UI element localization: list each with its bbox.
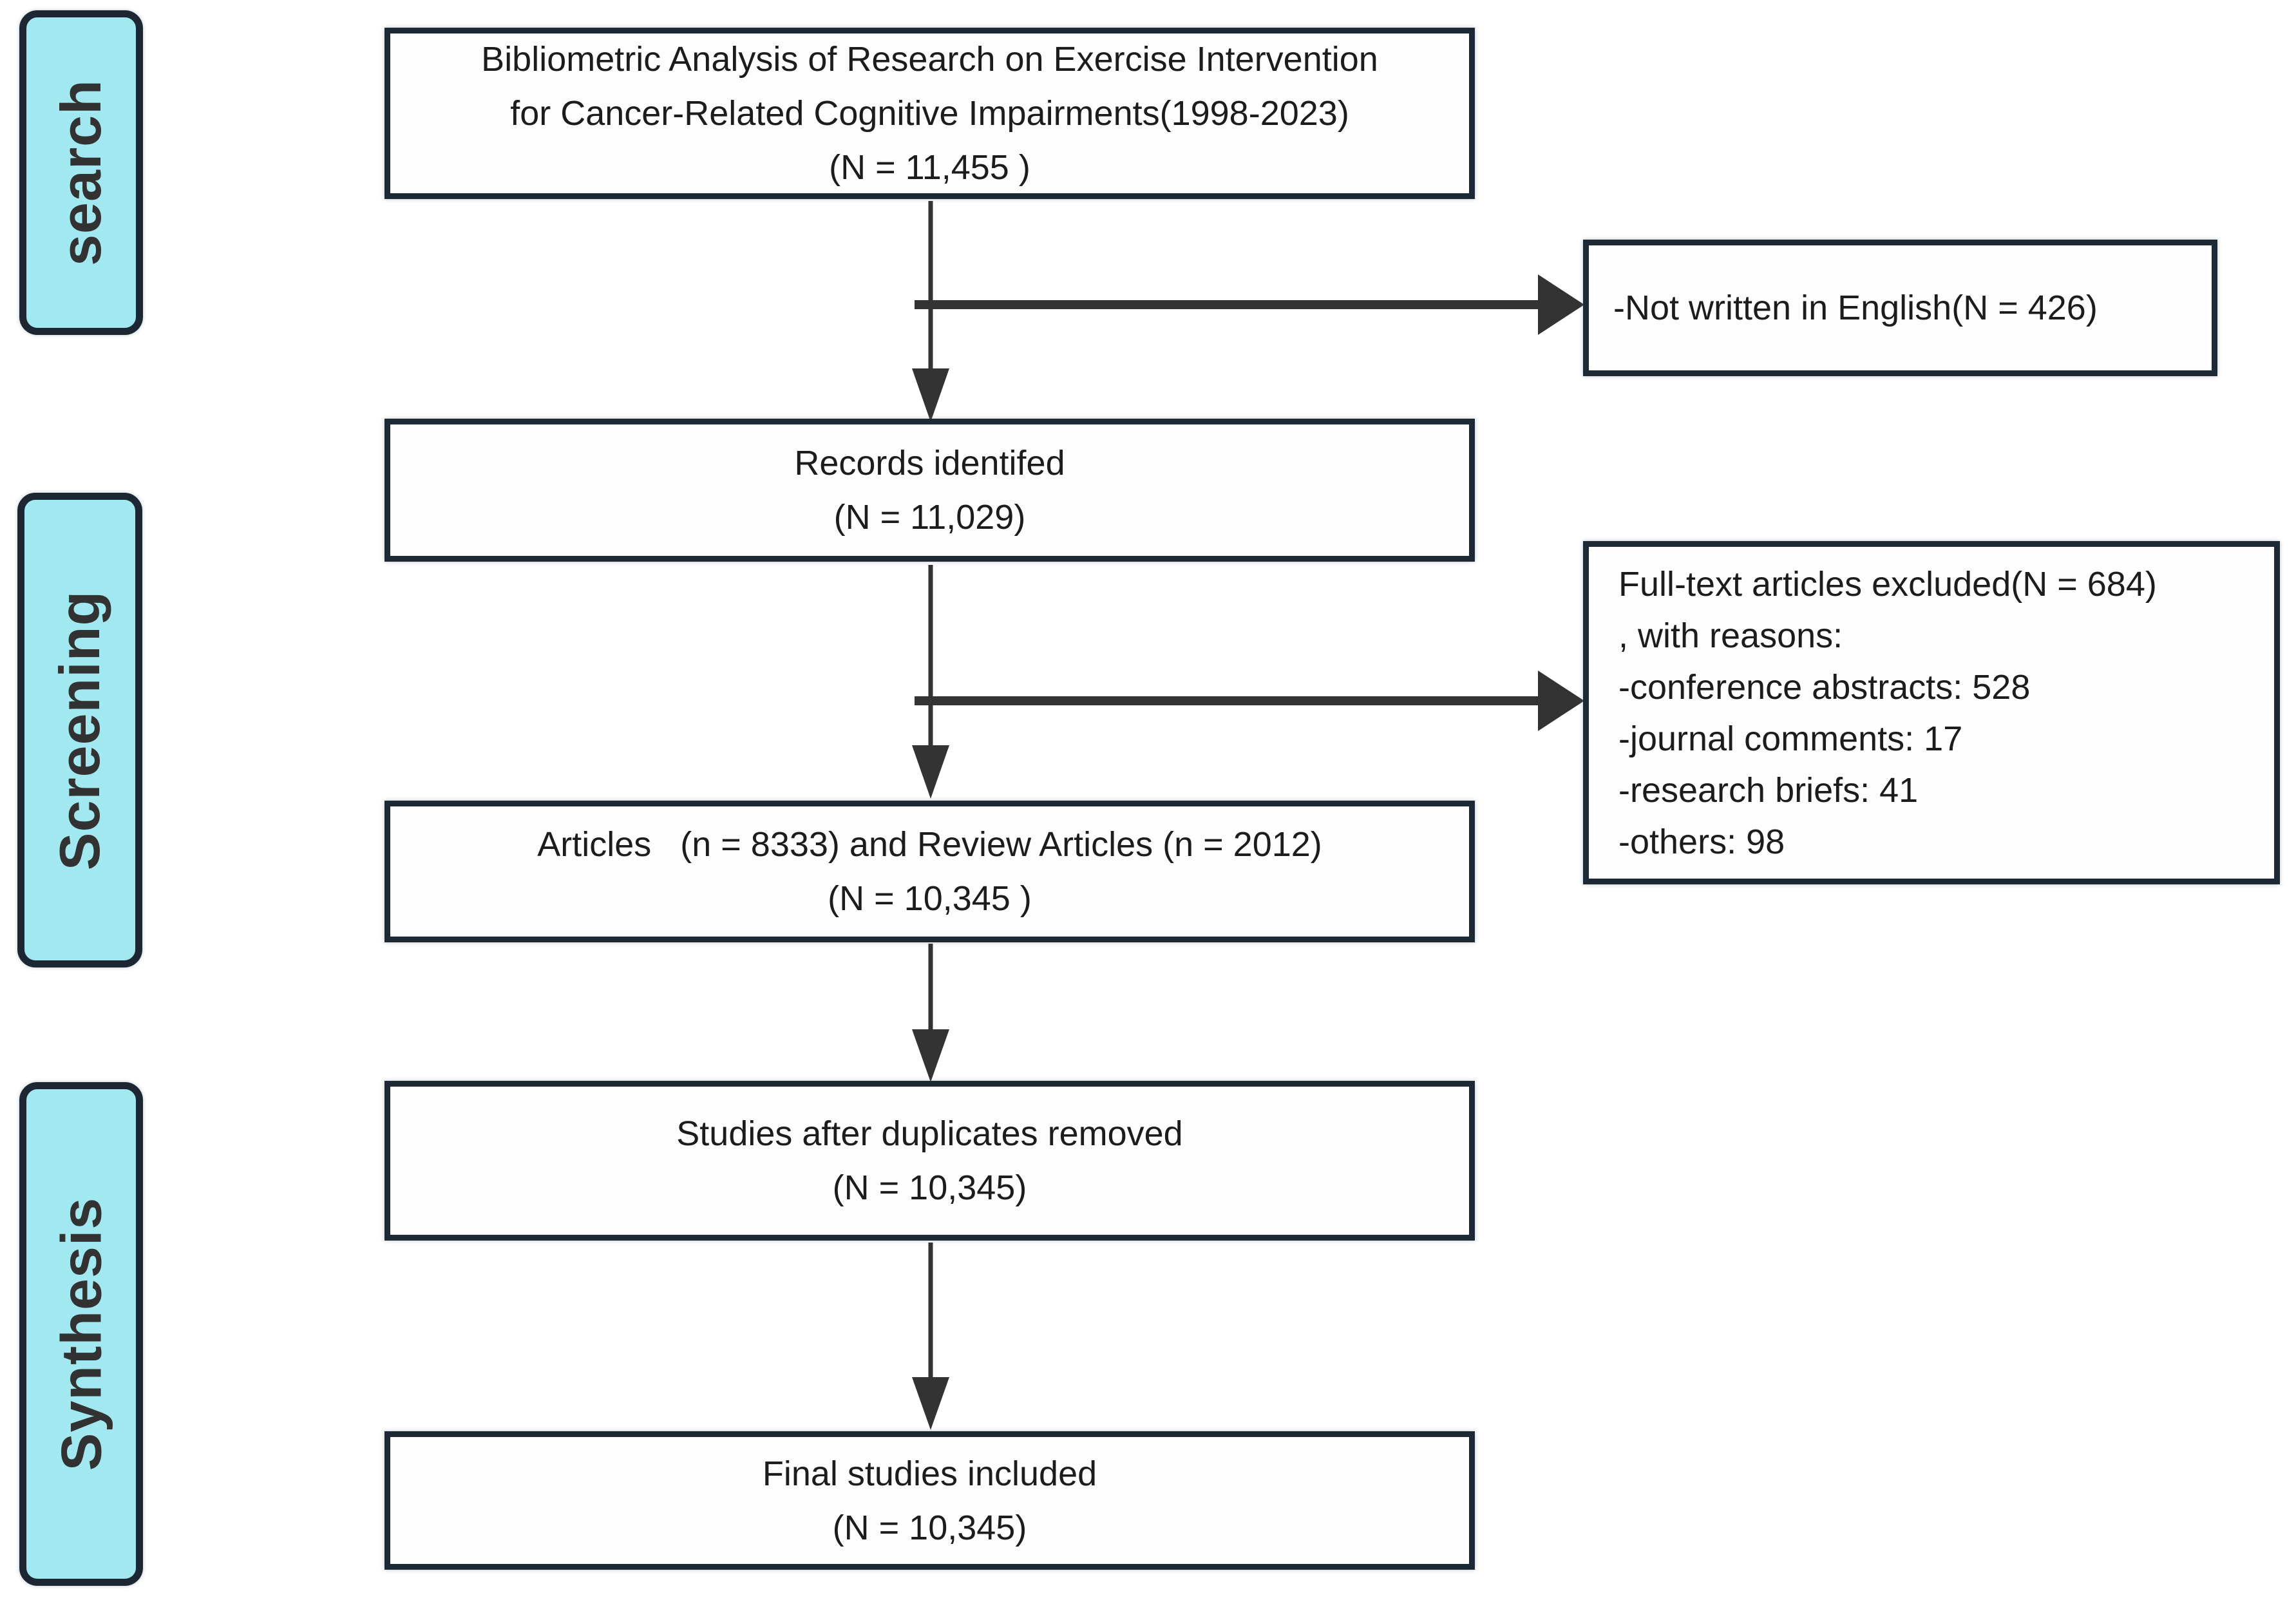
flow-box-text-line: Final studies included <box>762 1454 1097 1493</box>
exclusion-box-text-line: -journal comments: 17 <box>1618 719 1963 758</box>
flow-box-text-line: Records identifed <box>794 444 1065 482</box>
exclusion-box-text-line: Full-text articles excluded(N = 684) <box>1618 564 2157 604</box>
phase-label-text: Synthesis <box>49 1197 113 1471</box>
arrow-records-to-articles <box>912 565 949 799</box>
exclusion-box-text-line: -conference abstracts: 528 <box>1618 667 2031 707</box>
exclusion-box-fulltext-excluded: Full-text articles excluded(N = 684) , w… <box>1583 541 2280 884</box>
flow-box-duplicates-removed: Studies after duplicates removed (N = 10… <box>384 1081 1475 1241</box>
exclusion-box-not-english: -Not written in English(N = 426) <box>1583 240 2217 376</box>
arrow-branch-to-not-english <box>915 274 1584 335</box>
phase-label-text: search <box>49 79 113 266</box>
exclusion-box-text-line: , with reasons: <box>1618 616 1843 655</box>
exclusion-box-text-line: -others: 98 <box>1618 822 1785 861</box>
flow-box-count: (N = 10,345) <box>832 1508 1027 1547</box>
flow-box-text-line: for Cancer-Related Cognitive Impairments… <box>510 94 1349 133</box>
flow-box-count: (N = 11,029) <box>833 498 1026 537</box>
flow-box-text-line: Bibliometric Analysis of Research on Exe… <box>481 40 1378 79</box>
flow-box-identification: Bibliometric Analysis of Research on Exe… <box>384 28 1475 199</box>
flow-box-final-studies: Final studies included (N = 10,345) <box>384 1431 1475 1570</box>
exclusion-box-text-line: -research briefs: 41 <box>1618 770 1919 810</box>
flow-box-text-line: Articles (n = 8333) and Review Articles … <box>537 825 1322 864</box>
flow-box-count: (N = 10,345) <box>832 1168 1027 1207</box>
arrow-duplicates-to-final <box>912 1243 949 1430</box>
arrow-branch-to-fulltext-excluded <box>915 671 1584 731</box>
flow-box-text-line: Studies after duplicates removed <box>676 1114 1183 1153</box>
phase-label-search: search <box>19 10 143 335</box>
arrow-articles-to-duplicates <box>912 944 949 1082</box>
arrow-identification-to-records <box>912 201 949 422</box>
phase-label-synthesis: Synthesis <box>19 1082 143 1586</box>
flow-box-count: (N = 10,345 ) <box>828 879 1032 918</box>
flow-box-articles-and-reviews: Articles (n = 8333) and Review Articles … <box>384 801 1475 942</box>
flow-box-records-identified: Records identifed (N = 11,029) <box>384 419 1475 562</box>
phase-label-text: Screening <box>48 590 112 870</box>
exclusion-box-text-line: -Not written in English(N = 426) <box>1613 289 2098 327</box>
phase-label-screening: Screening <box>17 493 142 967</box>
flow-box-count: (N = 11,455 ) <box>829 148 1030 187</box>
